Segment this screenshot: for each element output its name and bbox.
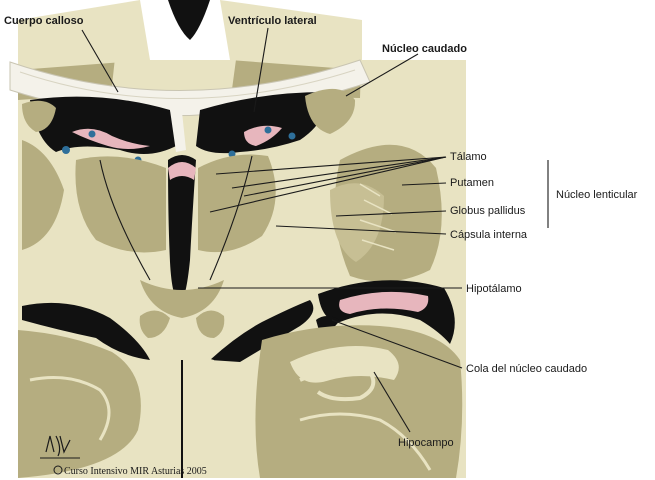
label-putamen: Putamen — [450, 177, 494, 189]
vessel-left-1 — [62, 146, 70, 154]
label-ventriculo-lateral: Ventrículo lateral — [228, 15, 317, 27]
vessel-right-3 — [289, 133, 296, 140]
page-right-area — [466, 60, 655, 480]
label-nucleo-caudado: Núcleo caudado — [382, 43, 467, 55]
label-capsula-interna: Cápsula interna — [450, 229, 528, 241]
credit-text: Curso Intensivo MIR Asturias 2005 — [64, 466, 207, 477]
label-globus-pallidus: Globus pallidus — [450, 205, 526, 217]
label-hipotalamo: Hipotálamo — [466, 283, 522, 295]
label-talamo: Tálamo — [450, 151, 487, 163]
label-cola-nucleo-caudado: Cola del núcleo caudado — [466, 363, 587, 375]
label-hipocampo: Hipocampo — [398, 437, 454, 449]
label-cuerpo-calloso: Cuerpo calloso — [4, 15, 84, 27]
vessel-right-2 — [265, 127, 272, 134]
vessel-left-2 — [89, 131, 96, 138]
label-nucleo-lenticular: Núcleo lenticular — [556, 189, 638, 201]
